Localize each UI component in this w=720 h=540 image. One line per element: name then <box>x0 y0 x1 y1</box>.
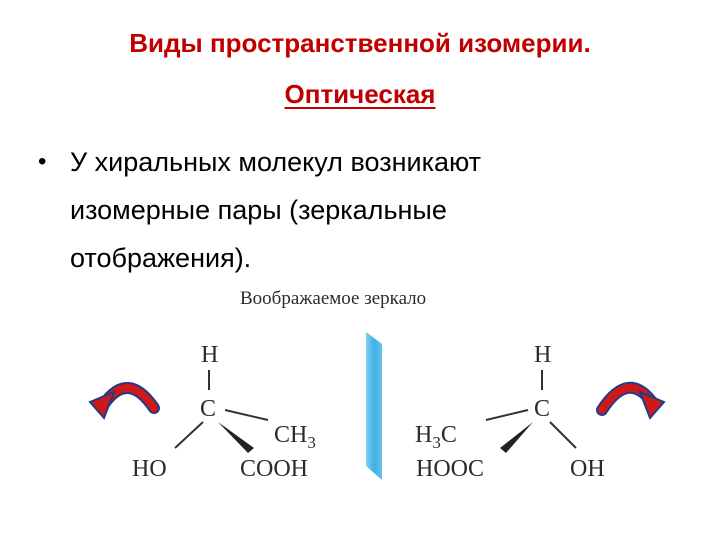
right-group-oh: OH <box>570 456 605 482</box>
right-group-hooc: HOOC <box>416 456 484 482</box>
clockwise-arrow-icon <box>596 381 666 420</box>
left-atom-c: C <box>200 396 216 422</box>
left-atom-h: H <box>201 342 218 368</box>
right-bond-oh <box>549 421 577 449</box>
mirror-plane <box>366 332 382 480</box>
left-bond-ho <box>174 421 204 449</box>
bullet-marker: • <box>38 148 47 175</box>
right-group-h3c: H3C <box>415 422 457 452</box>
bullet-line-2: изомерные пары (зеркальные <box>70 195 447 225</box>
enantiomer-figure: Воображаемое зеркало H C CH3 HO COOH H C <box>70 280 670 490</box>
right-bond-h3c <box>485 409 529 421</box>
left-group-cooh: COOH <box>240 456 308 482</box>
right-atom-h: H <box>534 342 551 368</box>
bullet-text: У хиральных молекул возникают изомерные … <box>70 138 680 282</box>
left-wedge-bond <box>218 422 254 453</box>
bullet-line-3: отображения). <box>70 243 252 273</box>
slide-title: Виды пространственной изомерии. <box>129 28 591 58</box>
right-atom-c: C <box>534 396 550 422</box>
left-molecule: H C CH3 HO COOH <box>132 342 316 482</box>
counterclockwise-arrow-icon <box>88 382 160 420</box>
mirror-caption: Воображаемое зеркало <box>240 288 426 309</box>
bullet-line-1: У хиральных молекул возникают <box>70 147 482 177</box>
left-bond-ch3 <box>224 409 269 421</box>
left-group-ch3: CH3 <box>274 422 316 452</box>
slide-subtitle: Оптическая <box>284 79 436 109</box>
enantiomer-diagram: Воображаемое зеркало H C CH3 HO COOH H C <box>88 288 666 482</box>
left-group-ho: HO <box>132 456 167 482</box>
right-wedge-bond <box>500 422 533 453</box>
right-molecule: H C H3C HOOC OH <box>415 342 605 482</box>
